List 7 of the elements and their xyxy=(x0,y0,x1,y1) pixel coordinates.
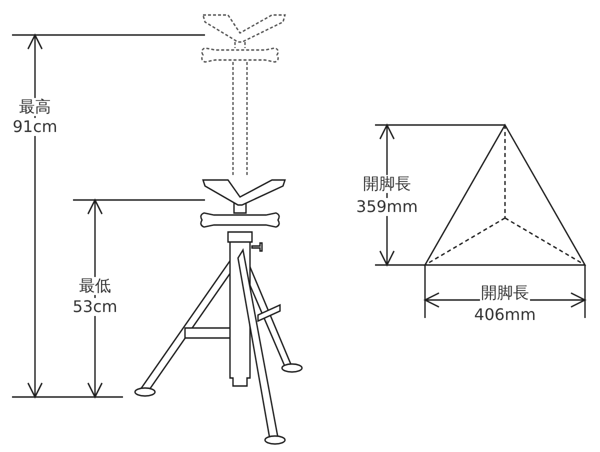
dimension-label: 開脚長 xyxy=(480,284,530,302)
dimension-label: 最低 xyxy=(78,277,112,295)
dimension-label: 最高 xyxy=(18,98,52,116)
dimension-label: 開脚長 xyxy=(362,175,412,193)
dimension-value: 359mm xyxy=(355,198,419,216)
dimension-value: 53cm xyxy=(72,298,118,316)
dimension-value: 91cm xyxy=(12,118,58,136)
